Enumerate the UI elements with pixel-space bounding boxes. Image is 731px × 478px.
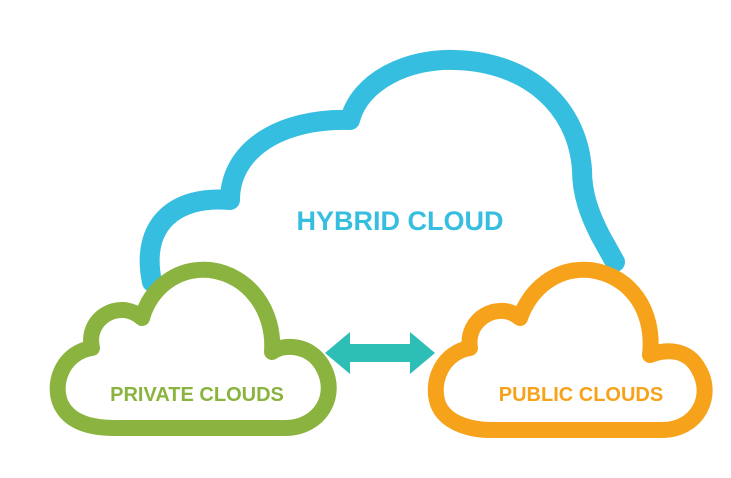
public-cloud-shape [427,261,713,438]
private-cloud-shape [49,261,337,436]
hybrid-cloud-label: HYBRID CLOUD [297,206,504,236]
double-arrow-icon [325,332,435,374]
public-clouds-label: PUBLIC CLOUDS [499,384,663,406]
private-clouds-label: PRIVATE CLOUDS [110,384,284,406]
hybrid-cloud-shape [139,49,625,292]
